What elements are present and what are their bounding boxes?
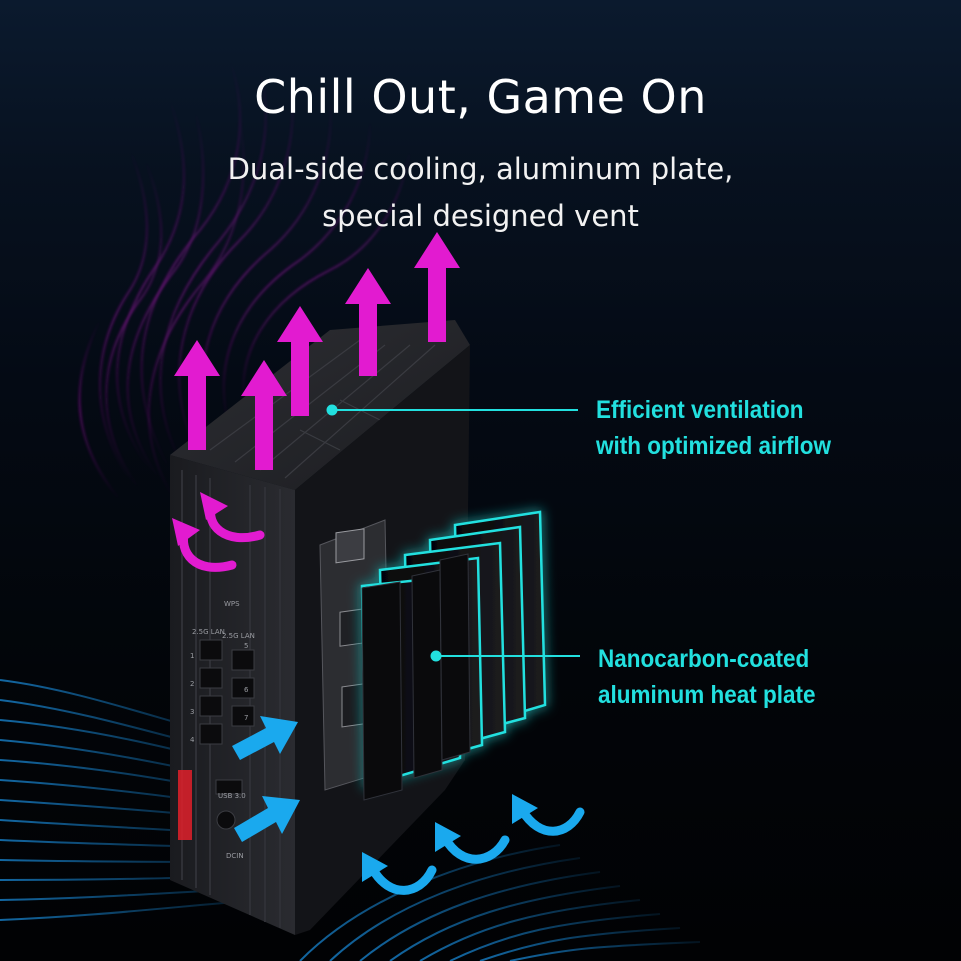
page-title: Chill Out, Game On xyxy=(254,70,707,124)
up-arrow-icon xyxy=(345,268,391,376)
wps-label: WPS xyxy=(224,600,240,608)
lan-port-label-2: 2.5G LAN xyxy=(222,632,255,640)
port-number-4: 4 xyxy=(190,736,195,744)
curl-arrow-head-icon xyxy=(512,794,538,824)
callout-ventilation-line-2: with optimized airflow xyxy=(596,432,831,460)
page-subtitle: Dual-side cooling, aluminum plate, speci… xyxy=(0,146,961,240)
port-number-2: 2 xyxy=(190,680,194,688)
callout-heat-plate-line-1: Nanocarbon-coated xyxy=(598,645,810,673)
dcin-label: DCIN xyxy=(226,852,244,860)
port-number-3: 3 xyxy=(190,708,194,716)
cool-air-curl-arrows xyxy=(367,805,585,895)
callout-heat-plate-line-2: aluminum heat plate xyxy=(598,681,816,709)
up-arrow-icon xyxy=(414,232,460,342)
right-arrow-icon xyxy=(232,716,298,760)
up-arrow-icon xyxy=(277,306,323,416)
up-arrow-icon xyxy=(241,360,287,470)
subtitle-line-1: Dual-side cooling, aluminum plate, xyxy=(227,152,734,186)
lan-port-label-1: 2.5G LAN xyxy=(192,628,225,636)
callout-heat-plate: Nanocarbon-coated aluminum heat plate xyxy=(598,641,816,713)
hot-air-arrows xyxy=(174,232,460,470)
port-number-1: 1 xyxy=(190,652,194,660)
callout-ventilation-line-1: Efficient ventilation xyxy=(596,396,804,424)
curl-arrow-head-icon xyxy=(435,822,461,852)
curl-arrow-head-icon xyxy=(172,518,200,546)
port-number-5: 5 xyxy=(244,642,248,650)
curl-arrow-head-icon xyxy=(200,492,228,520)
port-panel xyxy=(199,639,255,830)
curl-arrow-head-icon xyxy=(362,852,388,882)
port-number-6: 6 xyxy=(244,686,249,694)
callout-leaders xyxy=(326,404,580,662)
port-number-7: 7 xyxy=(244,714,248,722)
subtitle-line-2: special designed vent xyxy=(322,199,639,233)
rog-logo-strip xyxy=(178,770,192,840)
right-arrow-icon xyxy=(234,796,300,842)
hot-air-streaks xyxy=(78,59,411,501)
callout-ventilation: Efficient ventilation with optimized air… xyxy=(596,392,831,464)
up-arrow-icon xyxy=(174,340,220,450)
usb-label: USB 3.0 xyxy=(218,792,246,800)
cool-air-arrows xyxy=(232,716,300,842)
